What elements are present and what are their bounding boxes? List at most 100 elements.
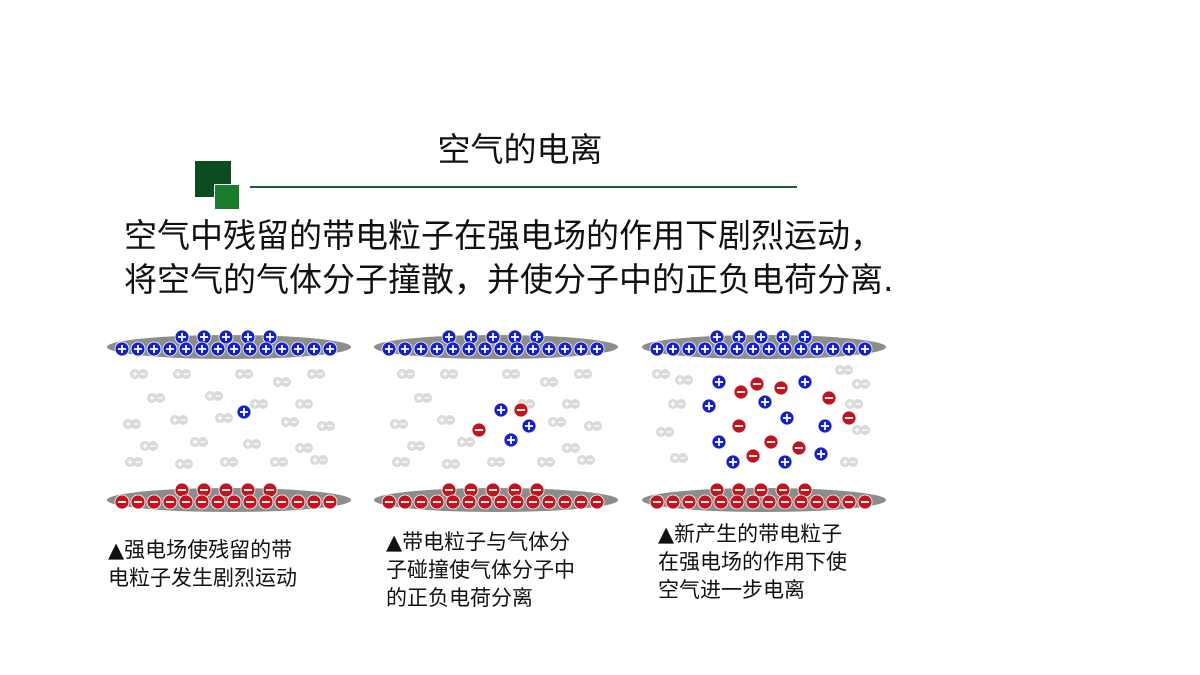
plate-positive-charge (775, 329, 791, 345)
plate-positive-charge (306, 341, 322, 357)
free-negative-charge (841, 410, 857, 426)
plate-negative-charge (745, 494, 761, 510)
plate-positive-charge (777, 341, 793, 357)
plate-positive-charge (397, 341, 413, 357)
plate-negative-charge (477, 494, 493, 510)
title-deco-square-light (214, 184, 240, 210)
caption-stage-1-line-1: ▲强电场使残留的带 (108, 538, 293, 562)
neutral-molecule-icon (675, 375, 693, 385)
plate-positive-charge (146, 341, 162, 357)
plate-positive-charge (753, 329, 769, 345)
plate-positive-charge (290, 341, 306, 357)
plate-positive-charge (445, 341, 461, 357)
neutral-molecule-icon (140, 441, 158, 451)
description-line-2: 将空气的气体分子撞散，并使分子中的正负电荷分离. (124, 260, 894, 299)
neutral-molecule-icon (250, 399, 268, 409)
plate-positive-charge (441, 329, 457, 345)
ionization-diagram-stage-2 (374, 329, 618, 512)
plate-positive-charge (697, 341, 713, 357)
free-positive-charge (777, 454, 793, 470)
neutral-molecule-icon (562, 443, 580, 453)
plate-negative-charge (397, 494, 413, 510)
plate-negative-charge (441, 482, 457, 498)
plate-negative-charge (731, 482, 747, 498)
plate-positive-charge (429, 341, 445, 357)
plate-positive-charge (485, 329, 501, 345)
neutral-molecule-icon (281, 417, 299, 427)
plate-negative-charge (697, 494, 713, 510)
plate-negative-charge (713, 494, 729, 510)
caption-stage-1: ▲强电场使残留的带 电粒子发生剧烈运动 (108, 536, 297, 592)
free-negative-charge (745, 448, 761, 464)
caption-stage-2-line-1: ▲带电粒子与气体分 (386, 530, 571, 554)
plate-negative-charge (485, 482, 501, 498)
plate-negative-charge (174, 482, 190, 498)
free-positive-charge (817, 418, 833, 434)
plate-negative-charge (194, 494, 210, 510)
neutral-molecule-icon (442, 459, 460, 469)
plate-negative-charge (178, 494, 194, 510)
plate-positive-charge (745, 341, 761, 357)
plate-negative-charge (306, 494, 322, 510)
neutral-molecule-icon (562, 399, 580, 409)
plate-negative-charge (507, 482, 523, 498)
neutral-molecule-icon (190, 437, 208, 447)
neutral-molecule-icon (652, 369, 670, 379)
plate-positive-charge (797, 329, 813, 345)
plate-positive-charge (761, 341, 777, 357)
plate-positive-charge (649, 341, 665, 357)
ionization-diagram-stage-1 (107, 329, 351, 512)
neutral-molecule-icon (273, 377, 291, 387)
plate-positive-charge (413, 341, 429, 357)
plate-positive-charge (461, 341, 477, 357)
plate-positive-charge (178, 341, 194, 357)
plate-positive-charge (509, 341, 525, 357)
plate-positive-charge (322, 341, 338, 357)
neutral-molecule-icon (175, 459, 193, 469)
plate-positive-charge (196, 329, 212, 345)
plate-positive-charge (557, 341, 573, 357)
plate-negative-charge (290, 494, 306, 510)
caption-stage-3-line-3: 空气进一步电离 (658, 578, 805, 602)
plate-negative-charge (857, 494, 873, 510)
plate-negative-charge (809, 494, 825, 510)
free-positive-charge (813, 446, 829, 462)
plate-positive-charge (226, 341, 242, 357)
plate-positive-charge (841, 341, 857, 357)
neutral-molecule-icon (668, 399, 686, 409)
free-positive-charge (521, 418, 537, 434)
neutral-molecule-icon (220, 457, 238, 467)
plate-positive-charge (463, 329, 479, 345)
plate-negative-charge (797, 482, 813, 498)
free-positive-charge (236, 404, 252, 420)
neutral-molecule-icon (656, 427, 674, 437)
plate-positive-charge (174, 329, 190, 345)
plate-positive-charge (589, 341, 605, 357)
plate-negative-charge (258, 494, 274, 510)
plate-negative-charge (130, 494, 146, 510)
plate-negative-charge (573, 494, 589, 510)
neutral-molecule-icon (170, 415, 188, 425)
slide-description: 空气中残留的带电粒子在强电场的作用下剧烈运动， 将空气的气体分子撞散，并使分子中… (124, 214, 1124, 302)
plate-positive-charge (194, 341, 210, 357)
caption-stage-3-line-2: 在强电场的作用下使 (658, 550, 847, 574)
plate-negative-charge (242, 494, 258, 510)
neutral-molecule-icon (457, 437, 475, 447)
plate-positive-charge (573, 341, 589, 357)
neutral-molecule-icon (584, 421, 602, 431)
plate-negative-charge (541, 494, 557, 510)
plate-positive-charge (731, 329, 747, 345)
free-positive-charge (725, 454, 741, 470)
neutral-molecule-icon (295, 399, 313, 409)
free-positive-charge (711, 374, 727, 390)
neutral-molecule-icon (390, 419, 408, 429)
plate-positive-charge (218, 329, 234, 345)
neutral-molecule-icon (392, 457, 410, 467)
plate-positive-charge (242, 341, 258, 357)
plate-negative-charge (589, 494, 605, 510)
plate-negative-charge (753, 482, 769, 498)
plate-negative-charge (841, 494, 857, 510)
neutral-molecule-icon (147, 393, 165, 403)
free-positive-charge (493, 402, 509, 418)
plate-positive-charge (114, 341, 130, 357)
